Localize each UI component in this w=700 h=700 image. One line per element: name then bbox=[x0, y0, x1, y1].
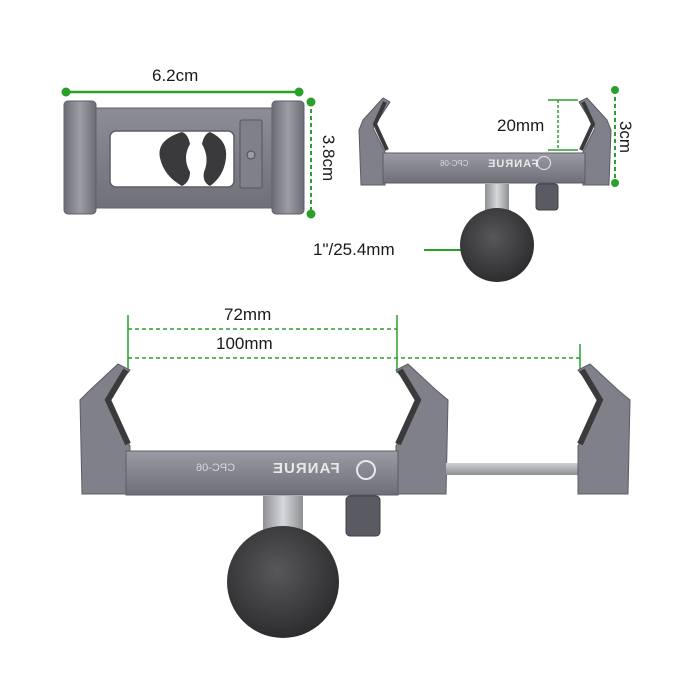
height-dimension-label: 3.8cm bbox=[319, 134, 339, 182]
width-dimension-label: 6.2cm bbox=[152, 66, 199, 85]
max-width-label: 100mm bbox=[216, 334, 273, 353]
brand-logo-icon bbox=[537, 156, 551, 170]
model-number-text: CPC-06 bbox=[196, 462, 236, 474]
brand-logo-icon bbox=[356, 460, 376, 480]
holder-side-view-image bbox=[358, 97, 612, 282]
brand-logo-text: FANRUE bbox=[272, 460, 340, 477]
height-dimension-label: 3cm bbox=[616, 120, 636, 154]
min-width-label: 72mm bbox=[224, 305, 272, 324]
holder-extended-view-image bbox=[79, 363, 631, 638]
holder-top-view-image bbox=[63, 100, 305, 215]
grip-depth-label: 20mm bbox=[497, 116, 545, 135]
brand-logo-text: FANRUE bbox=[487, 158, 539, 170]
model-number-text: CPC-06 bbox=[440, 159, 469, 168]
ball-size-label: 1"/25.4mm bbox=[313, 240, 395, 259]
